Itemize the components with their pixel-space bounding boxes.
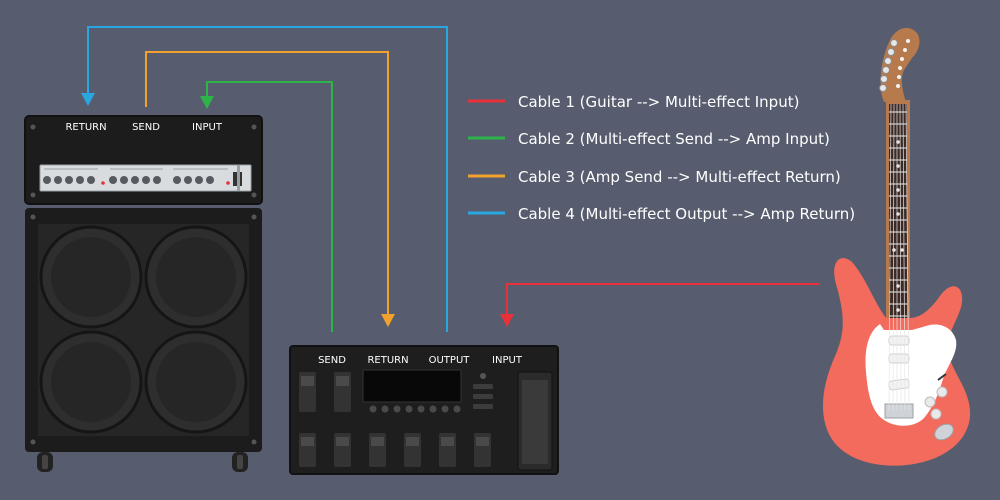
legend-item: Cable 1 (Guitar --> Multi-effect Input) bbox=[468, 93, 799, 111]
guitar-output-jack bbox=[934, 423, 954, 441]
cable-1-path bbox=[506, 283, 820, 318]
guitar-strings bbox=[888, 103, 910, 411]
cable-2-arrowhead bbox=[200, 96, 214, 109]
speaker-cabinet bbox=[25, 208, 262, 472]
amp-knobs bbox=[43, 176, 214, 184]
electric-guitar bbox=[822, 27, 971, 466]
amp-led bbox=[101, 181, 105, 185]
guitar-selector-switch bbox=[937, 373, 947, 381]
guitar-bridge bbox=[884, 403, 914, 419]
cable-3-path bbox=[145, 51, 389, 318]
cable-4-path bbox=[87, 26, 448, 332]
legend-label: Cable 1 (Guitar --> Multi-effect Input) bbox=[518, 93, 799, 111]
legend: Cable 1 (Guitar --> Multi-effect Input) … bbox=[468, 93, 855, 223]
pedal-knobs bbox=[369, 405, 461, 413]
legend-label: Cable 2 (Multi-effect Send --> Amp Input… bbox=[518, 130, 830, 148]
cabinet-casters bbox=[37, 452, 248, 472]
legend-item: Cable 3 (Amp Send --> Multi-effect Retur… bbox=[468, 168, 841, 186]
cable-1-arrowhead bbox=[500, 314, 514, 327]
pedal-display bbox=[362, 369, 462, 403]
pedal-top-footswitches bbox=[299, 372, 351, 412]
amp-head: RETURN SEND INPUT bbox=[24, 115, 263, 205]
cable-3-arrowhead bbox=[381, 314, 395, 327]
legend-item: Cable 2 (Multi-effect Send --> Amp Input… bbox=[468, 130, 830, 148]
cable-4-arrowhead bbox=[81, 93, 95, 106]
pedal-jack-send-label: SEND bbox=[318, 355, 346, 366]
pedal-small-buttons bbox=[473, 384, 493, 409]
guitar-pickups bbox=[888, 335, 910, 391]
cables bbox=[81, 26, 820, 332]
legend-label: Cable 3 (Amp Send --> Multi-effect Retur… bbox=[518, 168, 841, 186]
pedal-bottom-footswitches bbox=[299, 433, 491, 467]
guitar-headstock bbox=[880, 27, 920, 102]
amp-jack-input-label: INPUT bbox=[192, 122, 223, 133]
pedal-jack-input-label: INPUT bbox=[492, 355, 523, 366]
pedal-jack-output-label: OUTPUT bbox=[429, 355, 471, 366]
speaker-cones bbox=[39, 225, 248, 434]
legend-item: Cable 4 (Multi-effect Output --> Amp Ret… bbox=[468, 205, 855, 223]
legend-label: Cable 4 (Multi-effect Output --> Amp Ret… bbox=[518, 205, 855, 223]
guitar-control-knobs bbox=[924, 386, 948, 420]
guitar-tuning-pegs bbox=[879, 39, 898, 92]
amp-jack-send-label: SEND bbox=[132, 122, 160, 133]
multi-effect-pedal: SEND RETURN OUTPUT INPUT bbox=[289, 345, 559, 475]
amp-jack-return-label: RETURN bbox=[65, 122, 106, 133]
pedal-jack-return-label: RETURN bbox=[367, 355, 408, 366]
cable-2-path bbox=[206, 81, 333, 332]
